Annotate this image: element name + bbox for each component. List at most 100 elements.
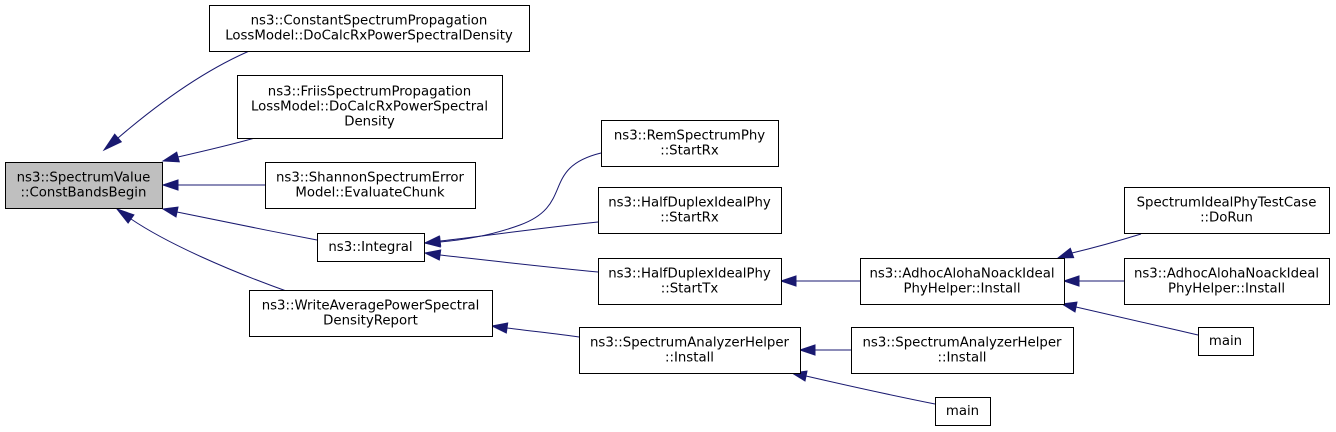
node-label-line: ns3::ConstantSpectrumPropagation bbox=[251, 14, 488, 29]
arrowhead-icon bbox=[161, 151, 180, 163]
node-adhoc1[interactable]: ns3::AdhocAlohaNoackIdealPhyHelper::Inst… bbox=[860, 258, 1065, 305]
node-label-line: ::ConstBandsBegin bbox=[21, 186, 147, 201]
node-box bbox=[1198, 327, 1254, 356]
node-main2[interactable]: main bbox=[1198, 327, 1254, 356]
node-label-line: ns3::FriisSpectrumPropagation bbox=[268, 85, 471, 100]
node-box bbox=[601, 120, 779, 167]
node-label-line: main bbox=[946, 404, 979, 419]
node-testcase[interactable]: SpectrumIdealPhyTestCase::DoRun bbox=[1124, 187, 1330, 234]
edge-adhoc1-to-hdtx bbox=[779, 275, 860, 287]
edge-adhoc2-to-adhoc1 bbox=[1062, 275, 1124, 287]
node-label-line: ns3::ShannonSpectrumError bbox=[276, 171, 465, 186]
node-box bbox=[317, 233, 425, 262]
node-label-line: ns3::SpectrumValue bbox=[17, 171, 151, 186]
node-box bbox=[265, 162, 476, 209]
node-label-line: SpectrumIdealPhyTestCase bbox=[1137, 196, 1317, 211]
edge-line bbox=[176, 211, 318, 241]
edge-line bbox=[1075, 306, 1199, 336]
node-label-line: ns3::HalfDuplexIdealPhy bbox=[608, 267, 771, 282]
edge-hdrx-to-integral bbox=[423, 221, 599, 247]
node-label-line: LossModel::DoCalcRxPowerSpectralDensity bbox=[225, 29, 513, 44]
edge-line bbox=[506, 327, 580, 338]
nodes-layer: ns3::SpectrumValue::ConstBandsBeginns3::… bbox=[5, 5, 1330, 426]
edge-line bbox=[805, 375, 936, 405]
node-label-line: ns3::RemSpectrumPhy bbox=[614, 129, 765, 144]
node-box bbox=[1124, 258, 1330, 305]
node-label-line: Model::EvaluateChunk bbox=[295, 186, 445, 201]
edge-line bbox=[439, 221, 599, 242]
node-main1[interactable]: main bbox=[935, 397, 991, 426]
node-label-line: ns3::Integral bbox=[328, 240, 412, 255]
node-adhoc2[interactable]: ns3::AdhocAlohaNoackIdealPhyHelper::Inst… bbox=[1124, 258, 1330, 305]
node-label-line: ::StartRx bbox=[660, 144, 719, 159]
node-shannon[interactable]: ns3::ShannonSpectrumErrorModel::Evaluate… bbox=[265, 162, 476, 209]
arrowhead-icon bbox=[798, 344, 816, 356]
edge-const-to-root bbox=[102, 48, 255, 152]
node-integral[interactable]: ns3::Integral bbox=[317, 233, 425, 262]
node-label-line: PhyHelper::Install bbox=[1168, 282, 1285, 297]
edge-writeavg-to-root bbox=[115, 207, 290, 293]
node-box bbox=[860, 258, 1065, 305]
edge-shannon-to-root bbox=[161, 179, 265, 191]
arrowhead-icon bbox=[1062, 275, 1080, 287]
node-label-line: ::Install bbox=[938, 351, 987, 366]
node-root: ns3::SpectrumValue::ConstBandsBegin bbox=[5, 162, 163, 209]
arrowhead-icon bbox=[1056, 247, 1075, 259]
node-label-line: ns3::AdhocAlohaNoackIdeal bbox=[1134, 267, 1319, 282]
node-label-line: PhyHelper::Install bbox=[903, 282, 1020, 297]
edge-testcase-to-adhoc1 bbox=[1056, 233, 1142, 259]
node-label-line: ns3::SpectrumAnalyzerHelper bbox=[590, 336, 790, 351]
node-box bbox=[209, 5, 530, 52]
arrowhead-icon bbox=[779, 275, 797, 287]
edge-line bbox=[439, 152, 602, 243]
edge-sah1-to-writeavg bbox=[490, 322, 580, 338]
node-box bbox=[598, 187, 782, 234]
node-sah2[interactable]: ns3::SpectrumAnalyzerHelper::Install bbox=[851, 327, 1074, 374]
node-label-line: ::StartRx bbox=[660, 211, 719, 226]
node-box bbox=[579, 327, 801, 374]
node-label-line: ns3::WriteAveragePowerSpectral bbox=[262, 299, 480, 314]
edge-main2-to-adhoc1 bbox=[1060, 301, 1199, 336]
node-hdtx[interactable]: ns3::HalfDuplexIdealPhy::StartTx bbox=[598, 258, 782, 305]
edges-layer bbox=[102, 48, 1199, 405]
node-label-line: DensityReport bbox=[323, 314, 418, 329]
node-box bbox=[249, 290, 493, 337]
node-remrx[interactable]: ns3::RemSpectrumPhy::StartRx bbox=[601, 120, 779, 167]
node-label-line: ::StartTx bbox=[661, 282, 719, 297]
edge-line bbox=[177, 137, 256, 158]
node-box bbox=[935, 397, 991, 426]
node-label-line: LossModel::DoCalcRxPowerSpectral bbox=[251, 100, 488, 115]
node-friis[interactable]: ns3::FriisSpectrumPropagationLossModel::… bbox=[237, 75, 503, 139]
edge-line bbox=[130, 218, 290, 293]
node-label-line: Density bbox=[344, 115, 395, 130]
arrowhead-icon bbox=[423, 249, 442, 261]
node-hdrx[interactable]: ns3::HalfDuplexIdealPhy::StartRx bbox=[598, 187, 782, 234]
edge-hdtx-to-integral bbox=[423, 249, 599, 273]
edge-sah2-to-sah1 bbox=[798, 344, 851, 356]
node-box bbox=[5, 162, 163, 209]
arrowhead-icon bbox=[102, 133, 123, 152]
node-box bbox=[851, 327, 1074, 374]
edge-line bbox=[1071, 233, 1142, 254]
edge-line bbox=[439, 254, 599, 273]
edge-line bbox=[117, 48, 255, 139]
node-box bbox=[237, 75, 503, 139]
node-writeavg[interactable]: ns3::WriteAveragePowerSpectralDensityRep… bbox=[249, 290, 493, 337]
node-box bbox=[1124, 187, 1330, 234]
edge-main1-to-sah1 bbox=[790, 370, 936, 405]
node-box bbox=[598, 258, 782, 305]
arrowhead-icon bbox=[161, 179, 179, 191]
node-const[interactable]: ns3::ConstantSpectrumPropagationLossMode… bbox=[209, 5, 530, 52]
arrowhead-icon bbox=[161, 206, 179, 218]
node-sah1[interactable]: ns3::SpectrumAnalyzerHelper::Install bbox=[579, 327, 801, 374]
node-label-line: ns3::HalfDuplexIdealPhy bbox=[608, 196, 771, 211]
node-label-line: ::DoRun bbox=[1200, 211, 1253, 226]
node-label-line: ns3::AdhocAlohaNoackIdeal bbox=[869, 267, 1054, 282]
arrowhead-icon bbox=[490, 322, 509, 334]
arrowhead-icon bbox=[1060, 301, 1078, 313]
arrowhead-icon bbox=[115, 207, 135, 224]
edge-integral-to-root bbox=[161, 206, 318, 241]
edge-friis-to-root bbox=[161, 137, 256, 163]
node-label-line: ns3::SpectrumAnalyzerHelper bbox=[862, 336, 1062, 351]
